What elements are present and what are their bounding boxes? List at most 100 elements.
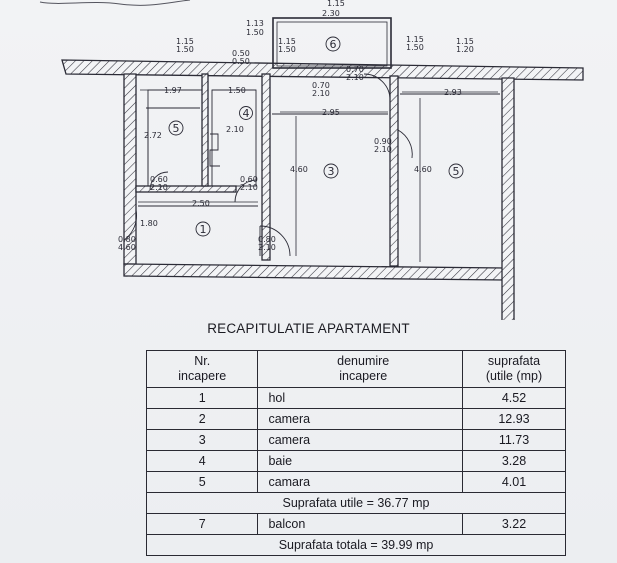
room-marker-3: 3 [323, 163, 339, 179]
doors [123, 73, 413, 257]
room-label-6: 6 [330, 38, 337, 51]
dim-label: 2.10 [258, 243, 276, 252]
dim-label: 1.97 [164, 86, 182, 95]
table-row: 2 camera 12.93 [145, 408, 567, 430]
header-nr-line1: Nr. [194, 354, 211, 368]
header-area-line1: suprafata [487, 354, 541, 368]
cell-area: 12.93 [461, 408, 567, 430]
cell-nr: 3 [145, 429, 259, 451]
wall-top [61, 59, 584, 81]
balcony-outline [272, 17, 392, 69]
header-name: denumire incapere [257, 350, 463, 388]
cell-area: 4.01 [461, 471, 567, 493]
dimension-lines [138, 89, 498, 262]
dim-label: 2.10 [374, 145, 392, 154]
partition-d [201, 73, 209, 187]
dim-label: 1.50 [246, 28, 264, 37]
dim-label: 0.60 [240, 175, 258, 184]
dim-label: 0.50 [232, 57, 250, 66]
walls [61, 17, 584, 320]
utile-total-row: Suprafata utile = 36.77 mp [146, 492, 566, 514]
door-arc-6 [123, 209, 137, 241]
dim-label: 1.50 [406, 43, 424, 52]
cell-name: hol [257, 387, 463, 409]
inner-lines [138, 89, 500, 207]
header-name-line1: denumire [337, 354, 390, 368]
dim-label: 2.30 [322, 9, 340, 18]
dim-label: 2.10 [346, 73, 364, 82]
dim-label: 1.50 [278, 45, 296, 54]
balcony-row: 7 balcon 3.22 [145, 513, 567, 535]
cell-name: camera [257, 429, 463, 451]
room-label-5a: 5 [173, 122, 180, 135]
grand-total: Suprafata totala = 39.99 mp [146, 534, 566, 556]
dim-label: 4.60 [414, 165, 432, 174]
cell-nr: 4 [145, 450, 259, 472]
dim-label: 0.90 [374, 137, 392, 146]
header-nr: Nr. incapere [145, 350, 259, 388]
header-name-line2: incapere [339, 369, 388, 383]
dim-label: 0.60 [150, 175, 168, 184]
header-nr-line2: incapere [178, 369, 227, 383]
door-arc-1 [259, 225, 291, 257]
dim-label: 1.15 [327, 0, 345, 8]
room-label-4: 4 [243, 107, 250, 120]
cell-name: camera [257, 408, 463, 430]
dim-label: 1.50 [176, 45, 194, 54]
header-area: suprafata (utile (mp) [461, 350, 567, 388]
room-marker-6: 6 [325, 36, 341, 52]
dim-label: 1.15 [176, 37, 194, 46]
cell-name: baie [257, 450, 463, 472]
dim-label: 0.80 [258, 235, 276, 244]
dim-label: 1.50 [228, 86, 246, 95]
table-row: 1 hol 4.52 [145, 387, 567, 409]
wall-bottom [123, 263, 505, 281]
dim-label: 2.50 [192, 199, 210, 208]
dim-label: 1.20 [456, 45, 474, 54]
utile-total: Suprafata utile = 36.77 mp [146, 492, 566, 514]
dim-label: 0.70 [312, 81, 330, 90]
room-label-1: 1 [200, 223, 207, 236]
room-label-3: 3 [328, 165, 335, 178]
dim-label: 1.15 [278, 37, 296, 46]
room-markers: 1 3 4 5 5 6 [168, 36, 464, 237]
dim-label: 2.93 [444, 88, 462, 97]
cell-nr: 2 [145, 408, 259, 430]
dim-label: 1.80 [140, 219, 158, 228]
dim-label: 2.10 [240, 183, 258, 192]
table-header-row: Nr. incapere denumire incapere suprafata… [145, 350, 567, 388]
dim-label: 4.60 [118, 243, 136, 252]
balcony-inner [276, 21, 388, 67]
room-marker-5-left: 5 [168, 120, 184, 136]
cell-nr: 7 [145, 513, 259, 535]
dim-label: 0.70 [346, 65, 364, 74]
dim-label: 0.50 [232, 49, 250, 58]
dim-label: 2.72 [144, 131, 162, 140]
table-row: 3 camera 11.73 [145, 429, 567, 451]
cell-name: balcon [257, 513, 463, 535]
cell-area: 3.28 [461, 450, 567, 472]
room-marker-1: 1 [195, 221, 211, 237]
table-row: 5 camara 4.01 [145, 471, 567, 493]
cell-nr: 5 [145, 471, 259, 493]
cell-area: 3.22 [461, 513, 567, 535]
dim-label: 2.10 [150, 183, 168, 192]
partition-b [389, 75, 399, 267]
partition-a [261, 73, 271, 261]
room-label-5b: 5 [453, 165, 460, 178]
dim-label: 1.15 [456, 37, 474, 46]
cell-area: 4.52 [461, 387, 567, 409]
cell-name: camara [257, 471, 463, 493]
table-row: 4 baie 3.28 [145, 450, 567, 472]
grand-total-row: Suprafata totala = 39.99 mp [146, 534, 566, 556]
door-arc-2 [234, 179, 258, 203]
dim-label: 2.10 [312, 89, 330, 98]
floor-plan: 1 3 4 5 5 6 1.15 1.50 1.13 1.50 2.30 1.1… [39, 0, 584, 320]
dim-label: 1.15 [406, 35, 424, 44]
handwritten-note [39, 0, 191, 6]
wall-right [501, 77, 515, 320]
cell-nr: 1 [145, 387, 259, 409]
cell-area: 11.73 [461, 429, 567, 451]
dimension-labels: 1.15 1.50 1.13 1.50 2.30 1.15 1.15 1.50 … [118, 0, 474, 252]
